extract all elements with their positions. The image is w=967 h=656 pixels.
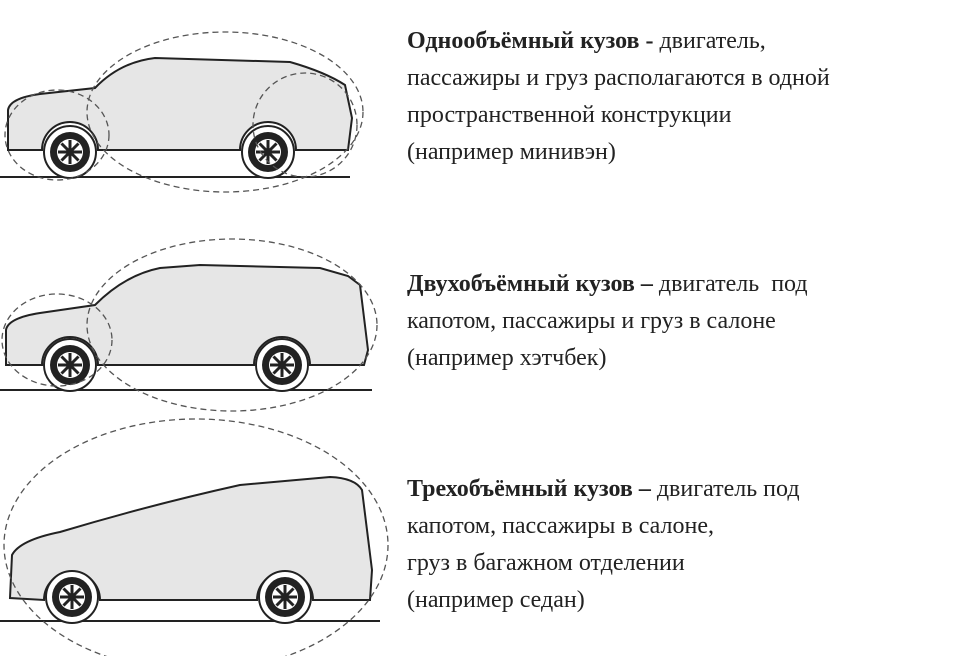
wheel-icon (257, 569, 313, 625)
line: (например хэтчбек) (407, 345, 607, 371)
wheel-icon (42, 337, 98, 393)
separator: - (639, 28, 660, 54)
description-three-volume: Трехобъёмный кузов – двигатель под капот… (407, 471, 800, 619)
wheel-icon (254, 337, 310, 393)
description-one-volume: Однообъёмный кузов - двигатель, пассажир… (407, 23, 830, 171)
line: (например минивэн) (407, 139, 616, 165)
car-diagrams (0, 31, 389, 656)
title: Однообъёмный кузов (407, 28, 640, 54)
line: груз в багажном отделении (407, 550, 685, 576)
car-1 (0, 31, 364, 193)
line: (например седан) (407, 587, 585, 613)
line: двигатель под (658, 271, 808, 297)
title: Двухобъёмный кузов (407, 271, 635, 297)
line: пассажиры и груз располагаются в одной (407, 65, 830, 91)
volume-circles (1, 238, 378, 412)
line: капотом, пассажиры и груз в салоне (407, 308, 776, 334)
line: капотом, пассажиры в салоне, (407, 513, 714, 539)
car-3 (0, 418, 389, 656)
wheel-icon (240, 124, 296, 180)
line: двигатель под (656, 476, 800, 502)
separator: – (634, 271, 659, 297)
separator: – (632, 476, 657, 502)
line: пространственной конструкции (407, 102, 732, 128)
title: Трехобъёмный кузов (407, 476, 633, 502)
wheel-icon (42, 124, 98, 180)
volume-circles (3, 418, 389, 656)
car-2 (0, 238, 378, 412)
wheel-icon (44, 569, 100, 625)
description-two-volume: Двухобъёмный кузов – двигатель под капот… (407, 266, 808, 377)
line: двигатель, (659, 28, 766, 54)
volume-circles (4, 31, 364, 193)
